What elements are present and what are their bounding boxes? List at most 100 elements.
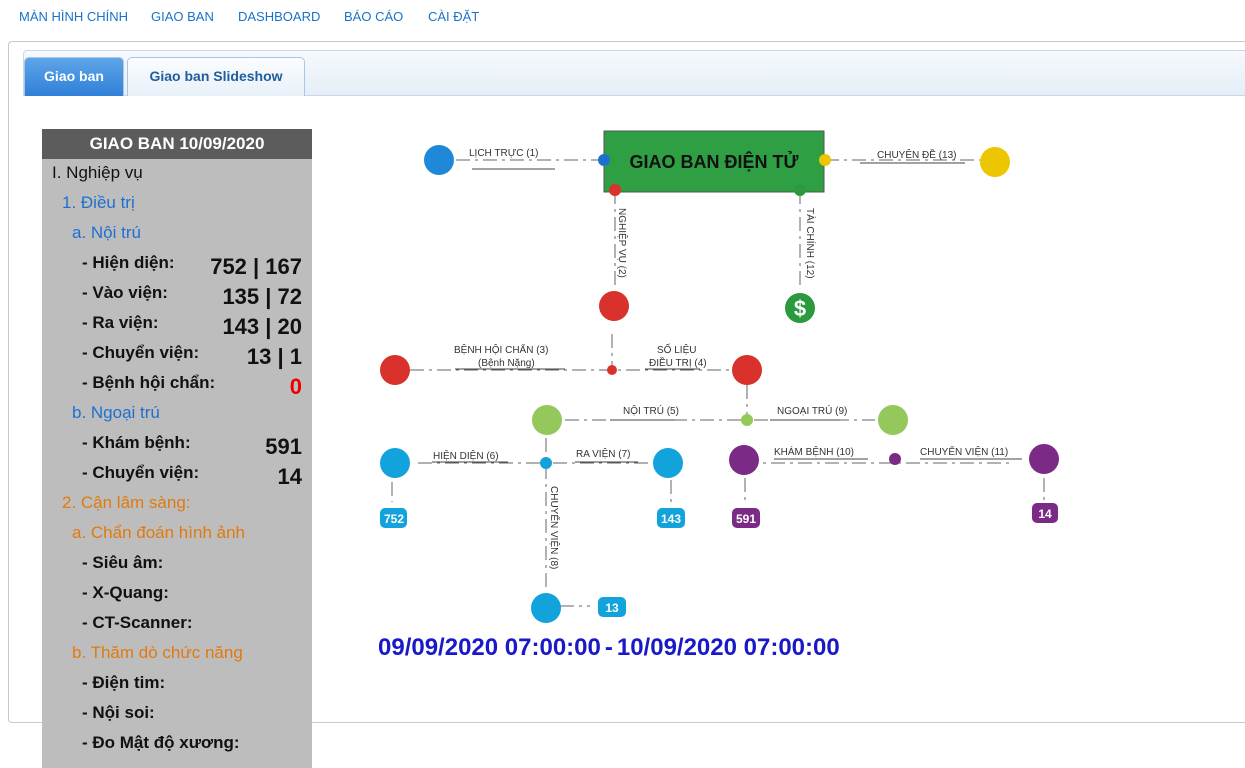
top-navigation: MÀN HÌNH CHÍNH GIAO BAN DASHBOARD BÁO CÁ… xyxy=(0,0,1245,34)
chuyen-de-icon[interactable] xyxy=(980,147,1010,177)
tab-giao-ban-slideshow[interactable]: Giao ban Slideshow xyxy=(127,57,305,96)
stat-value: 14 xyxy=(277,464,302,489)
summary-sidebar: GIAO BAN 10/09/2020 I. Nghiệp vụ 1. Điều… xyxy=(42,129,312,768)
stat-label: - Khám bệnh: xyxy=(82,433,191,452)
stat-label: - Siêu âm: xyxy=(82,553,164,572)
stat-label: - Hiện diện: xyxy=(82,253,175,272)
stat-label: - Bệnh hội chẩn: xyxy=(82,373,216,392)
giao-ban-diagram: GIAO BAN ĐIỆN TỬ $ 752 143 591 14 13 LỊC… xyxy=(380,130,1059,623)
stat-hien-dien: - Hiện diện: 752 | 167 xyxy=(42,249,312,279)
item-x-quang: - X-Quang: xyxy=(42,579,312,609)
label-chuyen-vien-11: CHUYỂN VIỆN (11) xyxy=(920,445,1008,458)
badge-hien-dien xyxy=(380,508,407,528)
date-start: 09/09/2020 07:00:00 xyxy=(378,634,601,661)
section-tham-do: b. Thăm dò chức năng xyxy=(42,639,312,669)
ngoai-tru-icon[interactable] xyxy=(878,405,908,435)
stat-ra-vien: - Ra viện: 143 | 20 xyxy=(42,309,312,339)
nav-giao-ban[interactable]: GIAO BAN xyxy=(151,9,214,24)
label-hien-dien: HIỆN DIỆN (6) xyxy=(433,449,499,462)
item-noi-soi: - Nội soi: xyxy=(42,699,312,729)
date-end: 10/09/2020 07:00:00 xyxy=(616,634,840,661)
ra-vien-icon[interactable] xyxy=(653,448,683,478)
chuyen-vien-icon[interactable] xyxy=(531,593,561,623)
section-label: b. Ngoại trú xyxy=(72,403,160,422)
item-sieu-am: - Siêu âm: xyxy=(42,549,312,579)
badge-ra-vien-text: 143 xyxy=(661,512,681,526)
section-nghiep-vu: I. Nghiệp vụ xyxy=(42,159,312,189)
stat-kham-benh: - Khám bệnh: 591 xyxy=(42,429,312,459)
badge-chuyen-vien-text: 13 xyxy=(605,601,619,615)
section-can-lam-sang: 2. Cận lâm sàng: xyxy=(42,489,312,519)
lich-truc-icon[interactable] xyxy=(424,145,454,175)
item-do-mat-do-xuong: - Đo Mật độ xương: xyxy=(42,729,312,759)
label-lich-truc: LỊCH TRỰC (1) xyxy=(469,148,538,159)
hien-dien-icon[interactable] xyxy=(380,448,410,478)
nghiep-vu-icon[interactable] xyxy=(599,291,629,321)
stat-value: 0 xyxy=(289,374,302,399)
sidebar-title: GIAO BAN 10/09/2020 xyxy=(42,129,312,159)
nav-bao-cao[interactable]: BÁO CÁO xyxy=(344,9,404,24)
chuyen-vien-ngoai-tru-icon[interactable] xyxy=(1029,444,1059,474)
section-ngoai-tru: b. Ngoại trú xyxy=(42,399,312,429)
stat-label: - Ra viện: xyxy=(82,313,159,332)
section-label: 1. Điều trị xyxy=(62,193,135,212)
badge-ra-vien xyxy=(657,508,685,528)
stat-vao-vien: - Vào viện: 135 | 72 xyxy=(42,279,312,309)
item-dien-tim: - Điện tim: xyxy=(42,669,312,699)
stat-label: - Chuyển viện: xyxy=(82,463,200,482)
label-so-lieu-2: ĐIỀU TRỊ (4) xyxy=(649,356,707,369)
label-tai-chinh: TÀI CHÍNH (12) xyxy=(804,208,817,279)
dollar-icon: $ xyxy=(794,296,806,321)
badge-hien-dien-text: 752 xyxy=(384,512,404,526)
stat-value: 591 xyxy=(265,434,302,459)
so-lieu-dieu-tri-icon[interactable] xyxy=(732,355,762,385)
section-label: a. Nội trú xyxy=(72,223,141,242)
label-chuyen-vien-8: CHUYỂN VIỆN (8) xyxy=(548,486,561,569)
stat-label: - Vào viện: xyxy=(82,283,168,302)
section-noi-tru: a. Nội trú xyxy=(42,219,312,249)
label-nghiep-vu: NGHIỆP VỤ (2) xyxy=(616,208,629,278)
stat-label: - CT-Scanner: xyxy=(82,613,193,632)
badge-chuyen-vien xyxy=(598,597,626,617)
label-noi-tru: NỘI TRÚ (5) xyxy=(623,404,679,417)
stat-value: 13 | 1 xyxy=(246,344,302,369)
label-benh-hoi-chan-2: (Bệnh Nặng) xyxy=(478,358,535,369)
label-chuyen-de: CHUYÊN ĐỀ (13) xyxy=(877,148,956,161)
section-dieu-tri: 1. Điều trị xyxy=(42,189,312,219)
item-ct-scanner: - CT-Scanner: xyxy=(42,609,312,639)
label-ngoai-tru: NGOẠI TRÚ (9) xyxy=(777,404,847,417)
stat-label: - Nội soi: xyxy=(82,703,155,722)
badge-kham-benh xyxy=(732,508,760,528)
badge-chuyen-vien-nt-text: 14 xyxy=(1038,507,1052,521)
label-so-lieu-1: SỐ LIỆU xyxy=(657,342,696,356)
stat-label: - Chuyển viện: xyxy=(82,343,200,362)
section-label: 2. Cận lâm sàng: xyxy=(62,493,191,512)
noi-tru-icon[interactable] xyxy=(532,405,562,435)
nav-cai-dat[interactable]: CÀI ĐẶT xyxy=(428,9,480,24)
stat-chuyen-vien: - Chuyển viện: 13 | 1 xyxy=(42,339,312,369)
nav-dashboard[interactable]: DASHBOARD xyxy=(238,9,321,24)
section-chan-doan: a. Chẩn đoán hình ảnh xyxy=(42,519,312,549)
section-label: b. Thăm dò chức năng xyxy=(72,643,243,662)
kham-benh-icon[interactable] xyxy=(729,445,759,475)
label-benh-hoi-chan-1: BỆNH HỘI CHẨN (3) xyxy=(454,343,548,356)
stat-label: - Đo Mật độ xương: xyxy=(82,733,240,752)
badge-chuyen-vien-nt xyxy=(1032,503,1058,523)
date-range: 09/09/2020 07:00:00-10/09/2020 07:00:00 xyxy=(378,634,840,662)
tai-chinh-icon[interactable] xyxy=(785,293,815,323)
date-separator: - xyxy=(604,634,613,661)
tab-giao-ban[interactable]: Giao ban xyxy=(24,57,124,96)
stat-label: - X-Quang: xyxy=(82,583,169,602)
stat-value: 752 | 167 xyxy=(210,254,302,279)
stat-value: 143 | 20 xyxy=(222,314,302,339)
benh-hoi-chan-icon[interactable] xyxy=(380,355,410,385)
center-label: GIAO BAN ĐIỆN TỬ xyxy=(630,151,799,172)
stat-benh-hoi-chan: - Bệnh hội chẩn: 0 xyxy=(42,369,312,399)
stat-value: 135 | 72 xyxy=(222,284,302,309)
section-label: I. Nghiệp vụ xyxy=(52,163,143,182)
section-label: a. Chẩn đoán hình ảnh xyxy=(72,523,245,542)
tab-bar: Giao ban Giao ban Slideshow xyxy=(23,50,1245,96)
label-ra-vien: RA VIỆN (7) xyxy=(576,447,630,460)
stat-chuyen-vien-ngoai-tru: - Chuyển viện: 14 xyxy=(42,459,312,489)
nav-man-hinh-chinh[interactable]: MÀN HÌNH CHÍNH xyxy=(19,9,129,24)
